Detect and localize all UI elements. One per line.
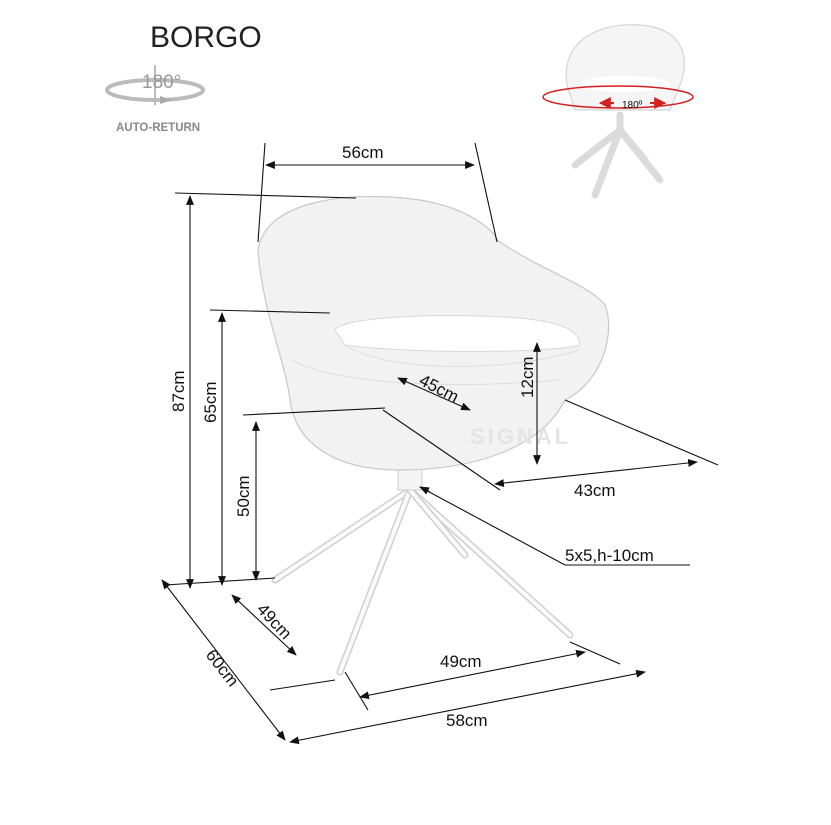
dim-height-seat: 50cm bbox=[234, 475, 253, 517]
badge-angle: 180° bbox=[142, 72, 181, 93]
watermark: SIGNAL bbox=[470, 424, 571, 449]
rotation-ring-icon bbox=[542, 85, 694, 109]
extension-lines bbox=[164, 142, 719, 711]
rotation-arrow-icon bbox=[105, 65, 205, 105]
dimension-arrows bbox=[161, 161, 698, 745]
chair-illustration bbox=[257, 195, 610, 676]
dim-depth-total: 60cm bbox=[202, 646, 243, 690]
dim-leg-profile: 5x5,h-10cm bbox=[565, 546, 654, 565]
dim-width-top: 56cm bbox=[342, 143, 384, 162]
badge-label: AUTO-RETURN bbox=[116, 122, 200, 134]
dim-base-depth: 49cm bbox=[253, 600, 295, 643]
dim-width-total: 58cm bbox=[446, 711, 488, 730]
dim-base-width: 49cm bbox=[440, 652, 482, 671]
dim-seat-depth: 43cm bbox=[574, 481, 616, 500]
dim-height-total: 87cm bbox=[169, 370, 188, 412]
preview-angle: 180º bbox=[622, 100, 643, 111]
dim-height-armrest: 65cm bbox=[201, 381, 220, 423]
dim-armrest-above-seat: 12cm bbox=[518, 356, 537, 398]
preview-chair bbox=[565, 24, 685, 199]
product-title: BORGO bbox=[150, 21, 262, 54]
